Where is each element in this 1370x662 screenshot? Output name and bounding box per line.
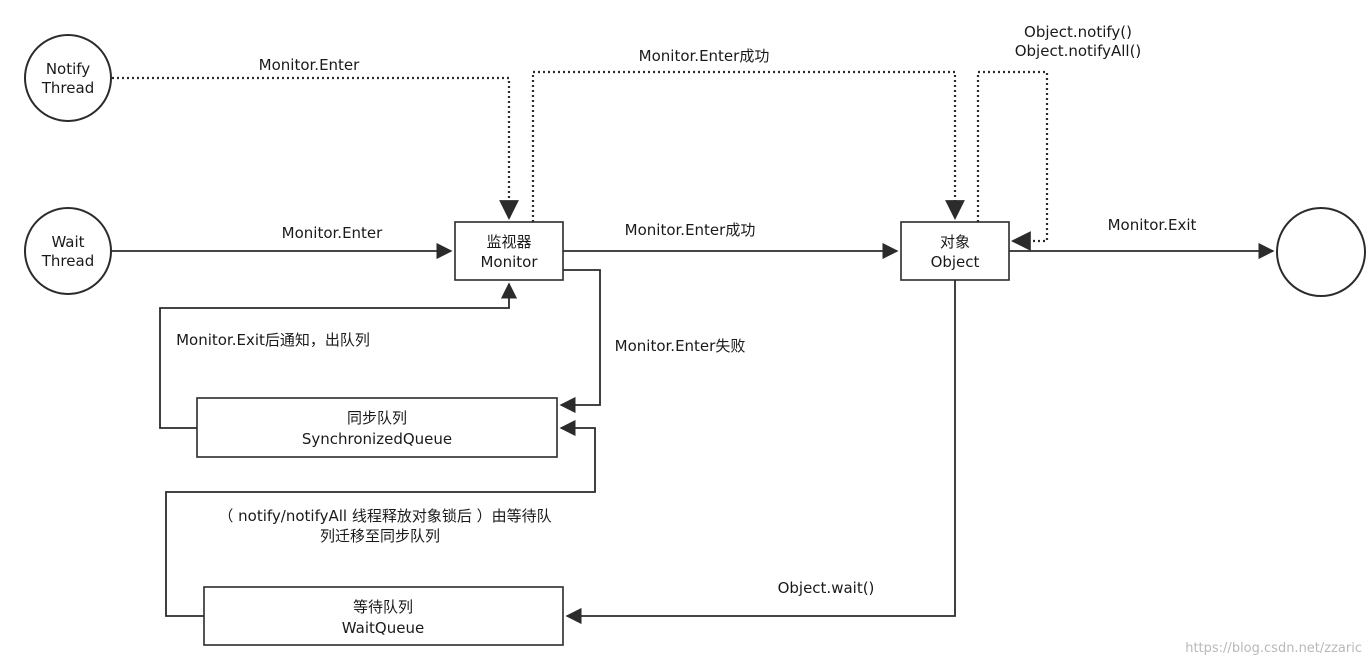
monitor-node: 监视器 Monitor — [454, 221, 564, 281]
notify-thread-node: Notify Thread — [24, 34, 112, 122]
object-label-line2: Object — [931, 253, 980, 271]
label-notify-enter: Monitor.Enter — [259, 56, 361, 74]
sync-queue-node: 同步队列 SynchronizedQueue — [196, 397, 558, 458]
notify-thread-label-line2: Thread — [41, 79, 94, 97]
label-migrate-line1: （ notify/notifyAll 线程释放对象锁后 ）由等待队 — [218, 507, 551, 525]
label-notify-calls-line2: Object.notifyAll() — [1015, 42, 1142, 60]
wait-queue-node: 等待队列 WaitQueue — [203, 586, 564, 646]
label-notify-enter-success: Monitor.Enter成功 — [639, 47, 770, 65]
object-label-line1: 对象 — [940, 233, 970, 251]
edge-object-wait — [565, 280, 956, 625]
object-node: 对象 Object — [900, 221, 1010, 281]
monitor-label-line1: 监视器 — [486, 233, 531, 251]
label-monitor-exit: Monitor.Exit — [1108, 216, 1197, 234]
edge-enter-fail — [559, 269, 601, 414]
label-wait-enter-success: Monitor.Enter成功 — [625, 221, 756, 239]
notify-thread-label-line1: Notify — [46, 60, 90, 78]
wait-thread-label-line1: Wait — [51, 233, 84, 251]
label-migrate-line2: 列迁移至同步队列 — [320, 527, 440, 545]
edge-notify-enter-success — [531, 70, 965, 222]
sync-queue-label-line1: 同步队列 — [347, 409, 407, 427]
wait-queue-label-line1: 等待队列 — [353, 598, 413, 616]
label-object-wait: Object.wait() — [778, 579, 875, 597]
wait-thread-node: Wait Thread — [24, 207, 112, 295]
end-node — [1276, 207, 1366, 297]
wait-thread-label-line2: Thread — [41, 252, 94, 270]
label-enter-fail: Monitor.Enter失败 — [615, 337, 746, 355]
label-notify-calls-line1: Object.notify() — [1024, 23, 1132, 41]
watermark-text: https://blog.csdn.net/zzaric — [1185, 641, 1362, 656]
edge-migrate — [165, 419, 596, 617]
edge-exit-notify-dequeue — [159, 282, 518, 429]
monitor-label-line2: Monitor — [480, 253, 538, 271]
wait-queue-label-line2: WaitQueue — [342, 619, 424, 637]
label-wait-enter: Monitor.Enter — [282, 224, 384, 242]
label-exit-notify-dequeue: Monitor.Exit后通知，出队列 — [176, 331, 370, 349]
sync-queue-label-line2: SynchronizedQueue — [302, 430, 452, 448]
edge-notify-enter — [112, 76, 519, 220]
edge-notify-self-loop — [976, 70, 1049, 251]
